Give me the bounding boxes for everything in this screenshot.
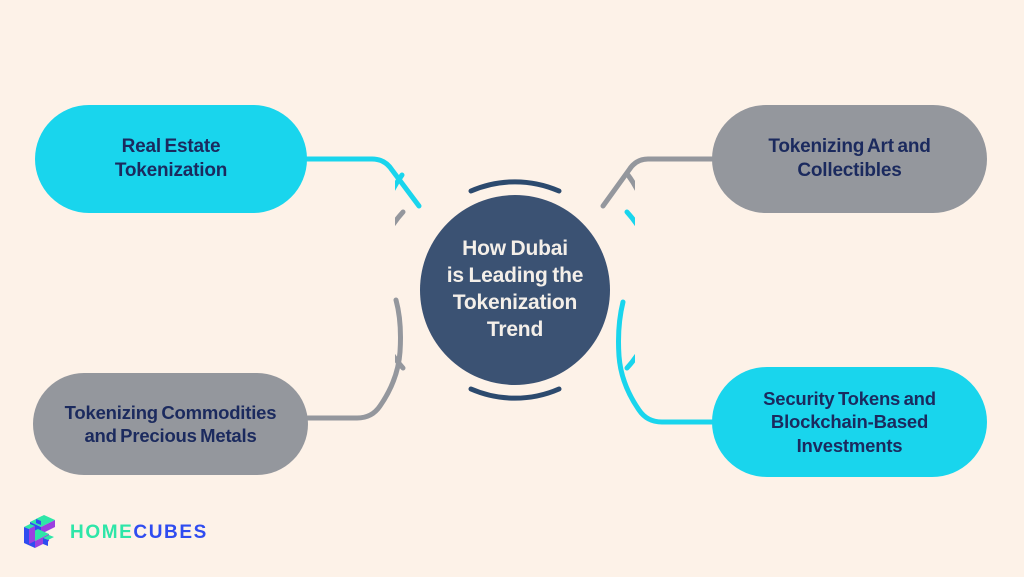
node-label-line: Tokenizing Commodities bbox=[64, 401, 277, 423]
brand-logo[interactable]: HOMECUBES bbox=[20, 512, 208, 554]
ring-arc-upper-right-grey bbox=[625, 172, 635, 191]
brand-wordmark: HOMECUBES bbox=[70, 522, 208, 544]
hub-title-line: is Leading the bbox=[446, 264, 584, 288]
hub-title-line: How Dubai bbox=[462, 237, 568, 261]
ring-arc-top-navy bbox=[468, 179, 562, 194]
node-label-line: Blockchain-Based bbox=[770, 411, 929, 433]
connector-top-left bbox=[304, 156, 422, 209]
hub-title-line: Tokenization bbox=[452, 291, 578, 314]
ring-arc-bottom-navy bbox=[468, 386, 562, 401]
hub-title: How Dubai is Leading the Tokenization Tr… bbox=[437, 236, 593, 344]
connector-bottom-left bbox=[305, 297, 403, 421]
homecubes-cube-icon bbox=[24, 515, 55, 548]
brand-name-cubes: CUBES bbox=[133, 522, 208, 543]
ring-arc-right-cyan bbox=[624, 209, 635, 371]
connector-top-right bbox=[600, 156, 715, 209]
node-real-estate-tokenization[interactable]: Real Estate Tokenization bbox=[35, 105, 307, 213]
node-label-line: Tokenizing Art and bbox=[768, 136, 931, 158]
connector-bottom-right bbox=[616, 299, 715, 425]
hub-circle: How Dubai is Leading the Tokenization Tr… bbox=[420, 195, 610, 385]
node-label-line: Security Tokens and bbox=[763, 388, 936, 410]
node-label-line: Tokenization bbox=[114, 160, 228, 181]
node-label: Security Tokens and Blockchain-Based Inv… bbox=[747, 387, 952, 457]
node-security-tokens-and-blockchain-based-investments[interactable]: Security Tokens and Blockchain-Based Inv… bbox=[712, 367, 987, 477]
node-tokenizing-commodities-and-precious-metals[interactable]: Tokenizing Commodities and Precious Meta… bbox=[33, 373, 308, 475]
node-label: Tokenizing Art and Collectibles bbox=[752, 135, 946, 183]
node-label-line: Investments bbox=[796, 434, 903, 456]
node-label-line: and Precious Metals bbox=[84, 425, 257, 446]
node-tokenizing-art-and-collectibles[interactable]: Tokenizing Art and Collectibles bbox=[712, 105, 987, 213]
node-label-line: Collectibles bbox=[797, 160, 902, 181]
hub-decorative-ring bbox=[395, 172, 635, 401]
node-label-line: Real Estate bbox=[121, 136, 221, 158]
center-hub: How Dubai is Leading the Tokenization Tr… bbox=[395, 170, 635, 410]
hub-title-line: Trend bbox=[486, 317, 544, 341]
brand-name-home: HOME bbox=[70, 522, 134, 543]
node-label: Tokenizing Commodities and Precious Meta… bbox=[49, 401, 293, 448]
ring-arc-left-grey bbox=[395, 209, 406, 371]
ring-arc-upper-left-cyan bbox=[395, 172, 405, 191]
node-label: Real Estate Tokenization bbox=[99, 135, 243, 183]
